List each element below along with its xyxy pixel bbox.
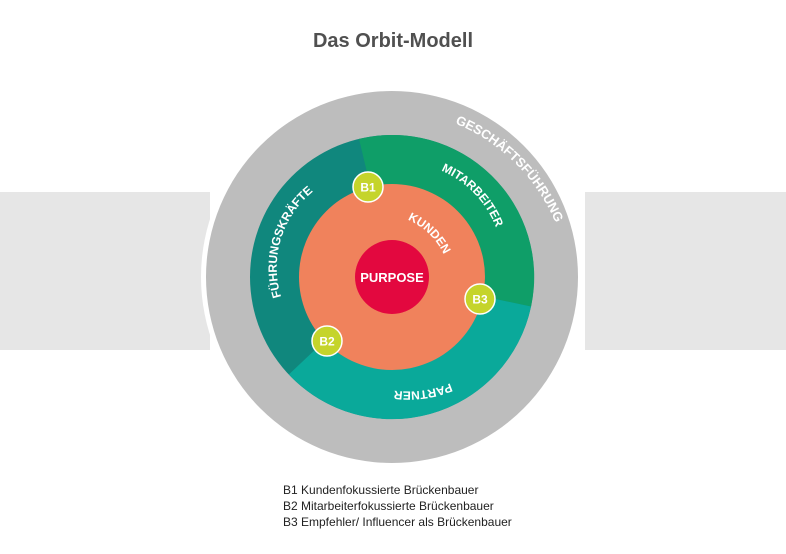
background-band-right	[585, 192, 786, 350]
purpose-core	[355, 240, 429, 314]
bridge-badge-b3: B3	[464, 283, 496, 315]
background-band-left	[0, 192, 210, 350]
bridge-label-b1: B1	[360, 181, 376, 195]
bridge-label-b2: B2	[319, 335, 335, 349]
bridge-badge-b2: B2	[311, 325, 343, 357]
bridge-label-b3: B3	[472, 293, 488, 307]
legend-item-b1: B1 Kundenfokussierte Brückenbauer	[283, 483, 479, 497]
legend-item-b2: B2 Mitarbeiterfokussierte Brückenbauer	[283, 499, 494, 513]
legend-item-b3: B3 Empfehler/ Influencer als Brückenbaue…	[283, 515, 512, 529]
purpose-label: PURPOSE	[360, 270, 424, 285]
bridge-badge-b1: B1	[352, 171, 384, 203]
legend: B1 Kundenfokussierte Brückenbauer B2 Mit…	[283, 482, 512, 530]
page-title: Das Orbit-Modell	[312, 30, 473, 52]
